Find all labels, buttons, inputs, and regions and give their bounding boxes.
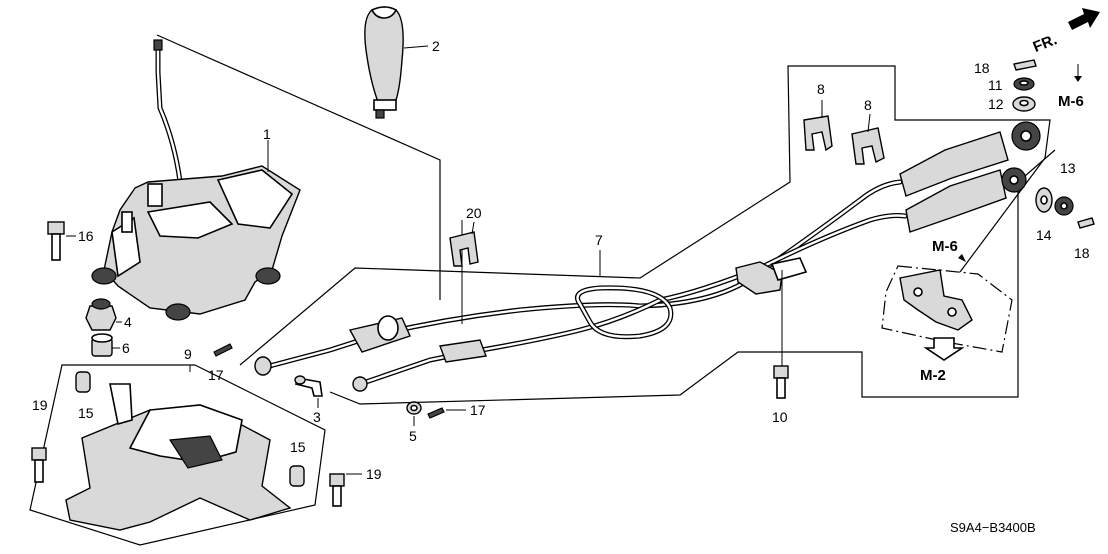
callout-18-top: 18 xyxy=(974,60,990,76)
callout-1: 1 xyxy=(263,126,271,142)
clip-18-top xyxy=(1013,59,1037,71)
m6-mount-bracket-outline xyxy=(881,265,1013,353)
callout-19-left: 19 xyxy=(32,397,48,413)
washer-12 xyxy=(1012,96,1036,112)
cable-group-frame xyxy=(239,65,1051,366)
bracket-group-frame xyxy=(29,364,326,546)
m6-bracket xyxy=(899,269,973,331)
pin-17-left xyxy=(213,343,233,357)
callout-19-right: 19 xyxy=(366,466,382,482)
shift-knob xyxy=(364,6,429,119)
callout-8-left: 8 xyxy=(817,81,825,97)
clip-20 xyxy=(449,221,479,267)
collar-6 xyxy=(91,333,120,357)
washer-13 xyxy=(1054,196,1074,216)
clip-18-right xyxy=(1077,217,1095,229)
callout-9: 9 xyxy=(184,346,192,362)
pin-17-right xyxy=(427,407,466,419)
bolt-19-left xyxy=(31,447,47,483)
callout-14: 14 xyxy=(1036,227,1052,243)
shift-lever-bracket xyxy=(65,365,292,531)
callout-3: 3 xyxy=(313,409,321,425)
washer-5 xyxy=(406,401,422,426)
grommet-15-upper xyxy=(75,371,91,393)
washer-14 xyxy=(1035,187,1053,213)
ref-m6-top: M-6 xyxy=(1058,93,1084,110)
diagram-code: S9A4−B3400B xyxy=(950,520,1036,535)
shift-lever-assembly xyxy=(91,39,301,321)
front-direction-label: FR. xyxy=(1031,31,1060,56)
cable-group-frame-lower xyxy=(329,149,1056,405)
callout-2: 2 xyxy=(432,38,440,54)
callout-16: 16 xyxy=(78,228,94,244)
lever-group-frame xyxy=(156,34,441,300)
group-frames xyxy=(29,34,1056,546)
callout-11: 11 xyxy=(988,77,1003,93)
callout-18-right: 18 xyxy=(1074,245,1090,261)
m2-arrow-icon xyxy=(923,337,965,361)
callout-8-right: 8 xyxy=(864,97,872,113)
callout-17-right: 17 xyxy=(470,402,486,418)
callout-4: 4 xyxy=(124,314,132,330)
callout-15-upper: 15 xyxy=(78,405,94,421)
callout-13: 13 xyxy=(1060,160,1076,176)
callout-6: 6 xyxy=(122,340,130,356)
reference-labels: M-6 M-6 M-2 xyxy=(920,93,1084,384)
ref-m6-mid: M-6 xyxy=(932,238,958,255)
clip-8-left xyxy=(803,100,833,152)
callout-5: 5 xyxy=(409,428,417,444)
callout-20: 20 xyxy=(466,205,482,221)
washer-11 xyxy=(1013,77,1035,91)
bolt-10 xyxy=(773,270,789,399)
front-direction-arrow-icon: FR. xyxy=(1031,8,1100,56)
bolt-19-right xyxy=(329,473,362,507)
callout-15-lower: 15 xyxy=(290,439,306,455)
pin-3 xyxy=(294,375,323,408)
callout-7: 7 xyxy=(595,232,603,248)
callout-17-left: 17 xyxy=(208,367,224,383)
callout-numbers: 2 1 16 4 6 9 17 15 19 15 19 3 5 17 20 7 … xyxy=(32,38,1090,482)
ref-m2: M-2 xyxy=(920,367,946,384)
grommet-15-lower xyxy=(289,465,305,487)
bolt-16 xyxy=(47,221,76,261)
callout-12: 12 xyxy=(988,96,1004,112)
callout-10: 10 xyxy=(772,409,788,425)
bushing-4 xyxy=(85,298,122,331)
m6-top-arrow-icon xyxy=(1074,64,1082,82)
clip-8-right xyxy=(851,113,885,165)
m6-mid-arrow-icon xyxy=(958,254,966,262)
shift-cables xyxy=(254,121,1041,392)
